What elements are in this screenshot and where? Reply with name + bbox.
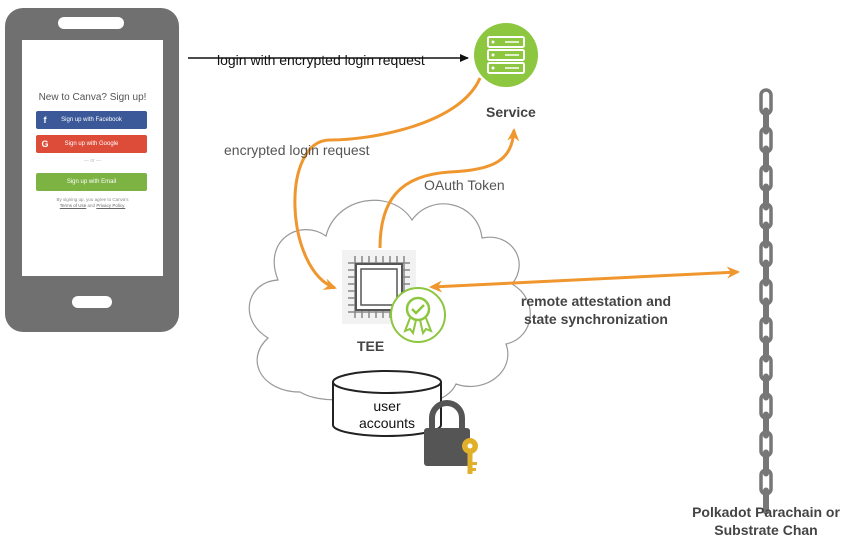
chain-link bbox=[763, 297, 769, 325]
chain-link bbox=[763, 411, 769, 439]
oauth-token-arrow bbox=[378, 128, 520, 249]
phone-speaker bbox=[58, 17, 124, 29]
google-signup-label: Sign up with Google bbox=[64, 141, 119, 147]
terms-text: By signing up, you agree to Canva's Term… bbox=[56, 197, 129, 208]
chain-link bbox=[763, 449, 769, 477]
chain-link bbox=[763, 221, 769, 249]
padlock-icon bbox=[424, 400, 470, 466]
privacy-link[interactable]: Privacy Policy. bbox=[96, 203, 126, 208]
service-to-tee-arrow bbox=[293, 77, 482, 290]
award-badge-icon bbox=[390, 287, 446, 343]
encrypted-request-label: encrypted login request bbox=[224, 142, 370, 158]
phone-home-button bbox=[72, 296, 112, 308]
facebook-icon: f bbox=[43, 115, 47, 125]
chain-link bbox=[763, 107, 769, 135]
google-signup-button[interactable]: G Sign up with Google bbox=[36, 135, 147, 153]
login-request-label: login with encrypted login request bbox=[217, 52, 425, 68]
chain-icon bbox=[759, 88, 773, 515]
chain-link bbox=[763, 259, 769, 287]
attestation-label: remote attestation and state synchroniza… bbox=[520, 293, 672, 327]
phone-screen: New to Canva? Sign up! f Sign up with Fa… bbox=[22, 40, 163, 276]
terms-link[interactable]: Terms of Use bbox=[59, 203, 87, 208]
email-signup-button[interactable]: Sign up with Email bbox=[36, 173, 147, 191]
or-divider: — or — bbox=[83, 158, 102, 164]
signup-title: New to Canva? Sign up! bbox=[38, 92, 147, 103]
user-accounts-database bbox=[332, 370, 442, 437]
facebook-signup-label: Sign up with Facebook bbox=[61, 117, 122, 123]
oauth-token-label: OAuth Token bbox=[424, 177, 505, 193]
chain-link bbox=[763, 335, 769, 363]
chain-link bbox=[763, 373, 769, 401]
user-accounts-label: user accounts bbox=[358, 398, 416, 431]
chain-link bbox=[763, 183, 769, 211]
google-icon: G bbox=[41, 139, 49, 149]
service-label: Service bbox=[486, 104, 536, 120]
email-signup-label: Sign up with Email bbox=[66, 179, 117, 185]
key-icon bbox=[462, 438, 478, 474]
facebook-signup-button[interactable]: f Sign up with Facebook bbox=[36, 111, 147, 129]
chain-label: Polkadot Parachain or Substrate Chan bbox=[692, 504, 840, 538]
attestation-arrow bbox=[429, 266, 740, 293]
server-icon bbox=[474, 23, 538, 87]
chain-link bbox=[763, 145, 769, 173]
tee-label: TEE bbox=[357, 338, 385, 354]
chain-link bbox=[763, 487, 769, 515]
